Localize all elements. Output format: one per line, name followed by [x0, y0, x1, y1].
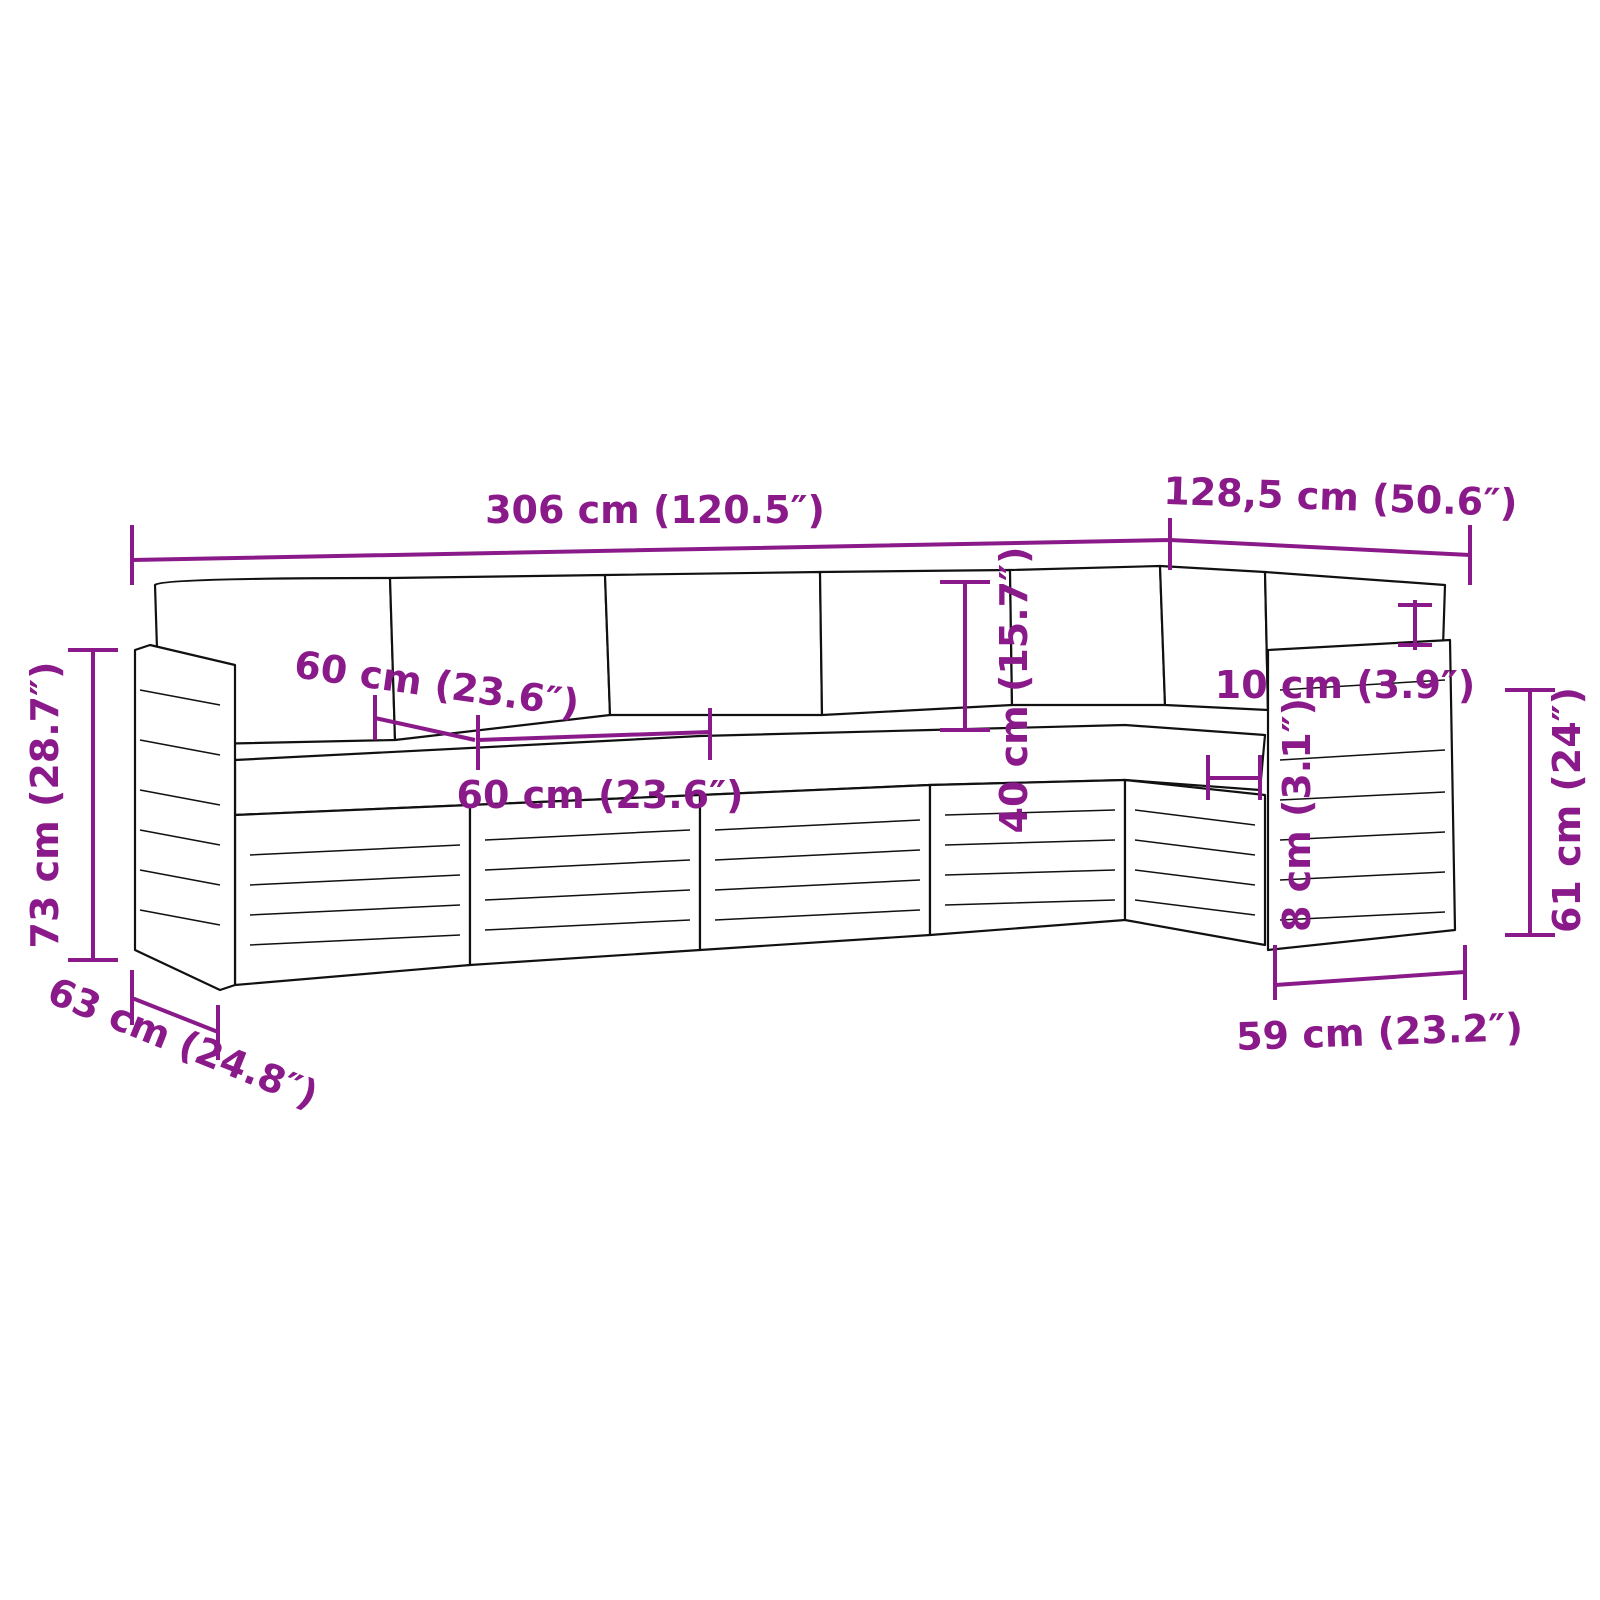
cushion-thickness-label: 8 cm (3.1″) [1275, 698, 1319, 932]
armrest-height-label: 61 cm (24″) [1545, 687, 1589, 933]
armrest-thickness-label: 10 cm (3.9″) [1215, 663, 1476, 707]
sofa-drawing [133, 564, 1457, 992]
dimension-lines [68, 518, 1555, 1060]
seat-width-label: 60 cm (23.6″) [457, 773, 744, 817]
total-length-label: 306 cm (120.5″) [485, 488, 825, 532]
backrest-height-label: 40 cm (15.7″) [992, 547, 1036, 834]
total-height-label: 73 cm (28.7″) [23, 662, 67, 949]
corner-depth-label: 59 cm (23.2″) [1235, 1005, 1523, 1059]
corner-length-label: 128,5 cm (50.6″) [1163, 469, 1519, 525]
depth-label: 63 cm (24.8″) [42, 969, 325, 1117]
